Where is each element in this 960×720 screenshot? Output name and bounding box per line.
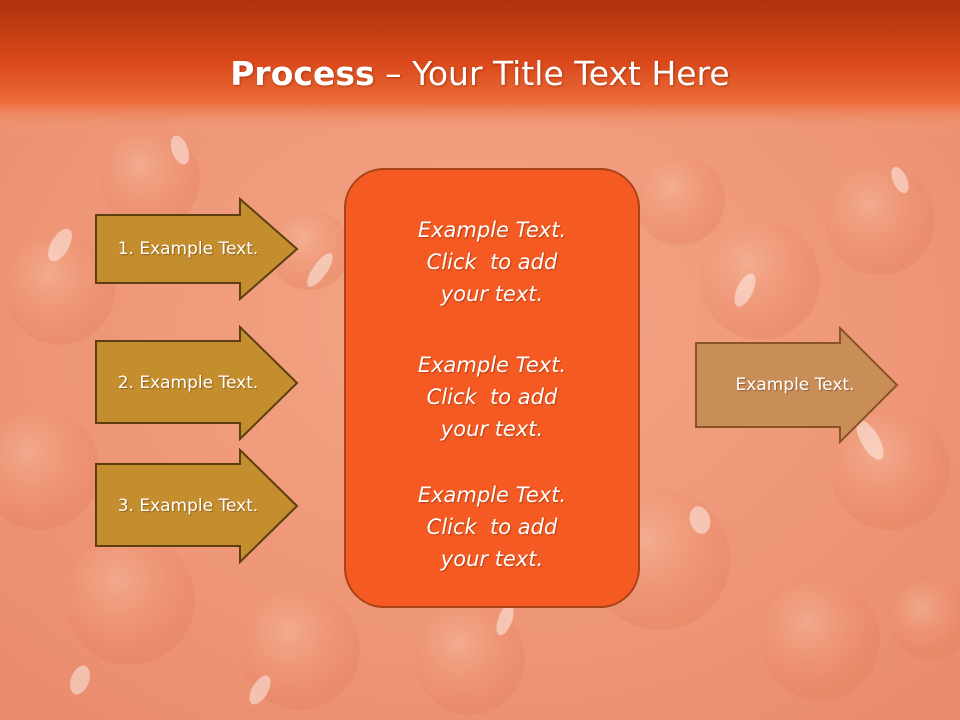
slide-title[interactable]: Process – Your Title Text Here: [0, 52, 960, 96]
result-arrow-shape: [695, 326, 899, 444]
title-strong: Process: [230, 54, 375, 93]
step-arrow-2[interactable]: 2. Example Text.: [94, 325, 300, 441]
center-line: Click to add: [426, 250, 558, 274]
center-line: Example Text.: [417, 218, 567, 242]
arrow-shape-1: [95, 197, 299, 301]
center-line: Click to add: [426, 515, 558, 539]
center-line: Example Text.: [417, 483, 567, 507]
arrow-shape-2: [95, 325, 299, 441]
title-bar: [0, 0, 960, 135]
center-line: Click to add: [426, 385, 558, 409]
center-line: Example Text.: [417, 353, 567, 377]
center-line: your text.: [440, 417, 544, 441]
center-text-box[interactable]: Example Text. Click to add your text. Ex…: [344, 168, 640, 608]
step-arrow-3[interactable]: 3. Example Text.: [94, 448, 300, 564]
step-arrow-1[interactable]: 1. Example Text.: [94, 197, 300, 301]
result-arrow-label: Example Text.: [735, 375, 855, 395]
step-arrow-label-3: 3. Example Text.: [117, 496, 259, 516]
step-arrow-label-2: 2. Example Text.: [117, 373, 259, 393]
title-rest: – Your Title Text Here: [374, 54, 730, 93]
center-line: your text.: [440, 547, 544, 571]
center-text-block-1: Example Text. Click to add your text.: [346, 214, 638, 310]
step-arrow-label-1: 1. Example Text.: [117, 239, 259, 259]
center-text-block-3: Example Text. Click to add your text.: [346, 479, 638, 575]
center-text-block-2: Example Text. Click to add your text.: [346, 349, 638, 445]
result-arrow[interactable]: Example Text.: [694, 326, 900, 444]
arrow-shape-3: [95, 448, 299, 564]
center-line: your text.: [440, 282, 544, 306]
